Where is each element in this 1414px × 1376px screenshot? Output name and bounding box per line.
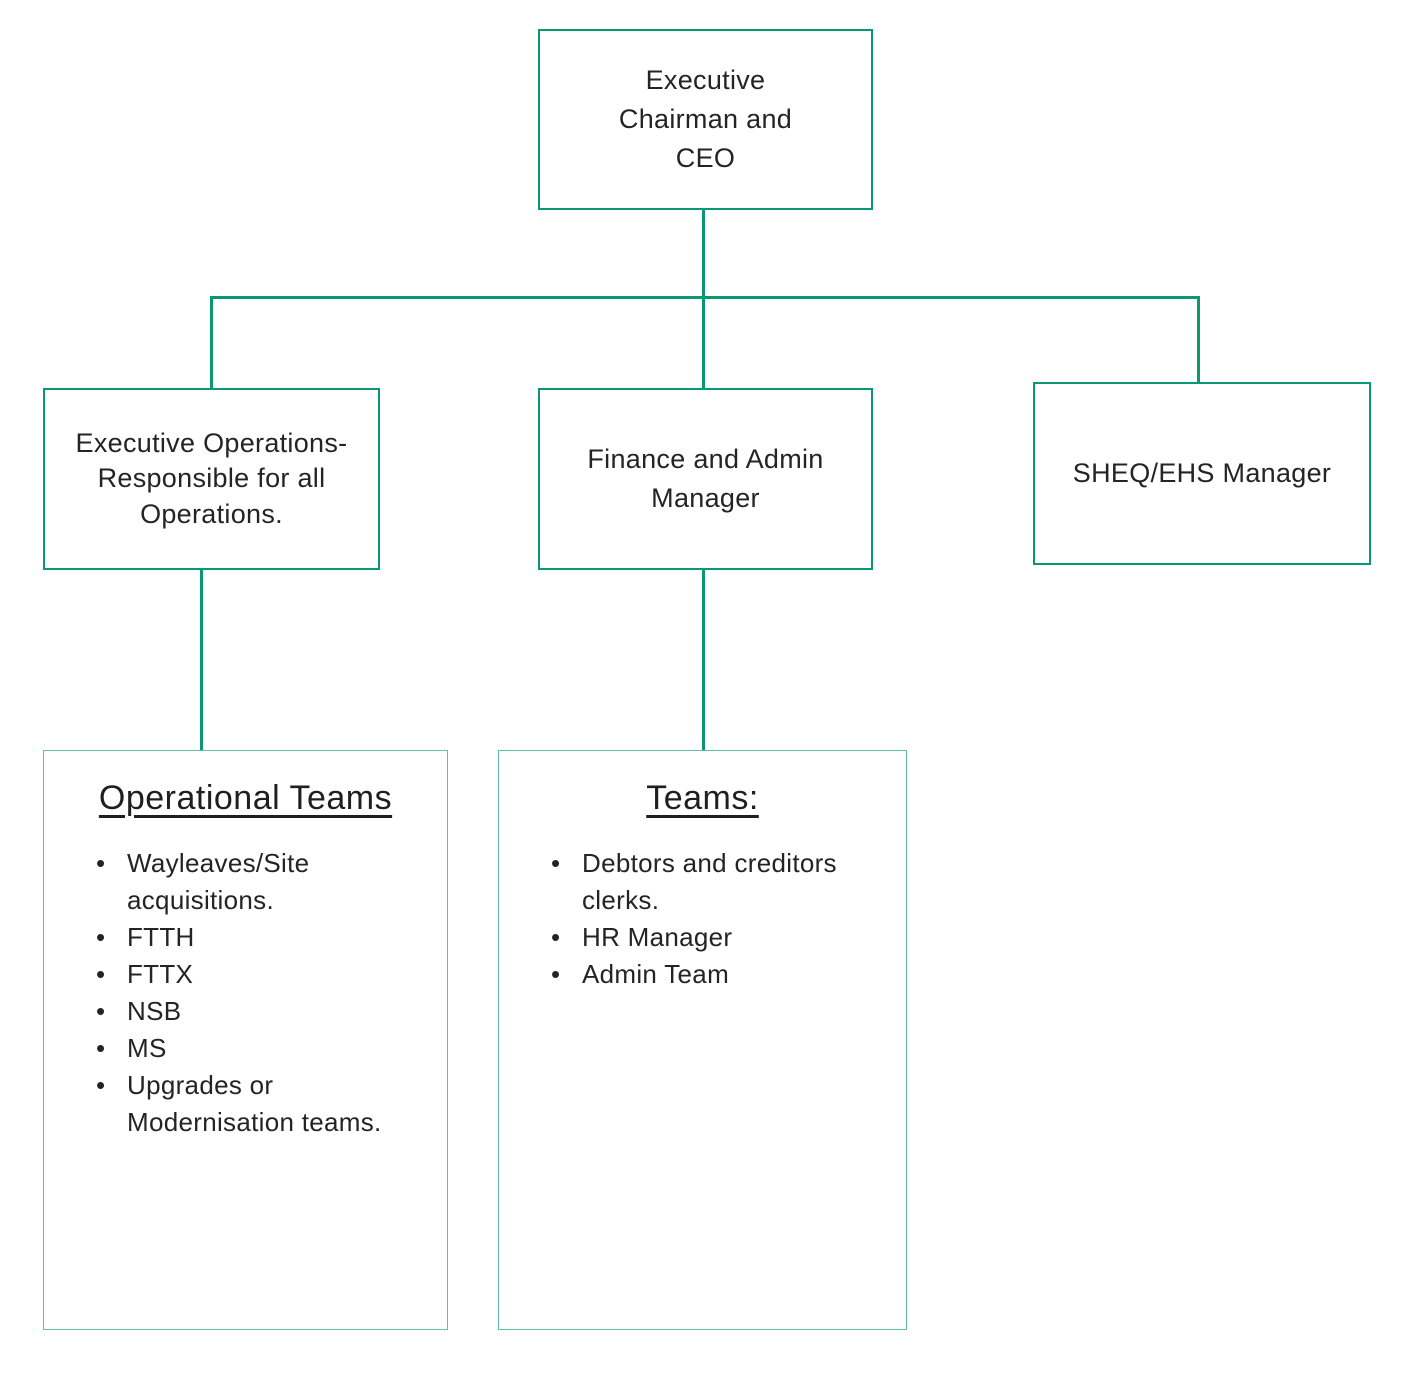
leaf-heading: Teams:: [646, 779, 759, 817]
node-executive-chairman-ceo: Executive Chairman and CEO: [538, 29, 873, 210]
connector-drop-operations: [210, 296, 213, 389]
node-label: Executive Chairman and CEO: [618, 64, 793, 174]
list-item: Wayleaves/Site acquisitions.: [96, 845, 427, 919]
leaf-list: Debtors and creditors clerks. HR Manager…: [551, 845, 886, 993]
list-item: Admin Team: [551, 956, 886, 993]
connector-operations-to-teams: [200, 570, 203, 751]
list-item: FTTX: [96, 956, 427, 993]
leaf-finance-teams: Teams: Debtors and creditors clerks. HR …: [498, 750, 907, 1330]
leaf-operational-teams: Operational Teams Wayleaves/Site acquisi…: [43, 750, 448, 1330]
list-item: NSB: [96, 993, 427, 1030]
connector-finance-to-teams: [702, 570, 705, 751]
list-item: Debtors and creditors clerks.: [551, 845, 886, 919]
list-item: Upgrades or Modernisation teams.: [96, 1067, 427, 1141]
connector-root-trunk: [702, 210, 705, 389]
node-label: SHEQ/EHS Manager: [1072, 457, 1332, 488]
node-label: Executive Operations-Responsible for all…: [75, 428, 348, 529]
node-executive-operations: Executive Operations-Responsible for all…: [43, 388, 380, 570]
connector-horizontal-bar: [210, 296, 1200, 299]
leaf-list: Wayleaves/Site acquisitions. FTTH FTTX N…: [96, 845, 427, 1141]
node-finance-admin-manager: Finance and Admin Manager: [538, 388, 873, 570]
leaf-heading: Operational Teams: [98, 779, 393, 817]
list-item: HR Manager: [551, 919, 886, 956]
node-sheq-ehs-manager: SHEQ/EHS Manager: [1033, 382, 1371, 565]
list-item: FTTH: [96, 919, 427, 956]
node-label: Finance and Admin Manager: [587, 443, 824, 513]
connector-drop-sheq: [1197, 296, 1200, 383]
list-item: MS: [96, 1030, 427, 1067]
